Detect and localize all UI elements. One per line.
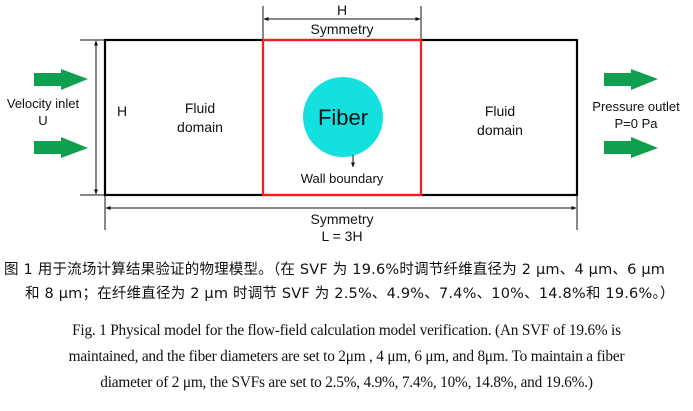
right-fluid-domain-line2: domain xyxy=(477,122,523,138)
left-dimension xyxy=(80,39,105,196)
pressure-outlet-label: Pressure outlet xyxy=(592,99,680,114)
inlet-arrow-icon xyxy=(34,137,88,158)
physical-model-diagram: H Symmetry Symmetry L = 3H Fiber Wall bo… xyxy=(7,2,680,244)
caption-chinese: 图 1 用于流场计算结果验证的物理模型。（在 SVF 为 19.6%时调节纤维直… xyxy=(0,258,693,306)
fiber-circle xyxy=(303,77,383,157)
height-label: H xyxy=(117,103,127,119)
right-fluid-domain-line1: Fluid xyxy=(485,103,515,119)
outlet-arrow-icon xyxy=(604,137,658,158)
top-dimension: H Symmetry xyxy=(262,2,422,40)
bottom-dimension: Symmetry L = 3H xyxy=(104,195,578,244)
caption-english: Fig. 1 Physical model for the flow-field… xyxy=(0,318,693,396)
caption-chinese-line2: 和 8 μm；在纤维直径为 2 μm 时调节 SVF 为 2.5%、4.9%、7… xyxy=(25,286,675,302)
length-label: L = 3H xyxy=(321,228,362,244)
left-fluid-domain-line1: Fluid xyxy=(185,100,215,116)
caption-english-line2: maintained, and the fiber diameters are … xyxy=(68,348,625,365)
top-symmetry-label: Symmetry xyxy=(311,21,374,37)
wall-boundary-label: Wall boundary xyxy=(301,171,384,186)
fiber-label: Fiber xyxy=(318,105,368,130)
inlet-arrow-icon xyxy=(34,69,88,90)
top-dimension-label: H xyxy=(337,2,347,18)
bottom-symmetry-label: Symmetry xyxy=(311,211,374,227)
left-fluid-domain-line2: domain xyxy=(177,119,223,135)
caption-english-line1: Fig. 1 Physical model for the flow-field… xyxy=(72,322,621,339)
velocity-inlet-label: Velocity inlet xyxy=(7,96,80,111)
velocity-inlet-symbol: U xyxy=(38,113,47,128)
caption-english-line3: diameter of 2 μm, the SVFs are set to 2.… xyxy=(100,374,593,391)
fiber-cell-highlight xyxy=(261,38,423,197)
outlet-arrow-icon xyxy=(604,69,658,90)
pressure-outlet-value: P=0 Pa xyxy=(614,116,658,131)
caption-chinese-line1: 图 1 用于流场计算结果验证的物理模型。（在 SVF 为 19.6%时调节纤维直… xyxy=(4,262,666,278)
